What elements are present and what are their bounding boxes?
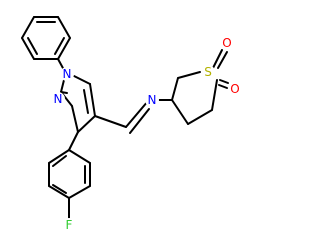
atom-o-sulfone-1: O bbox=[220, 36, 234, 50]
bond bbox=[48, 185, 70, 199]
pyrazole-ring bbox=[60, 75, 96, 133]
bond bbox=[68, 185, 91, 199]
bond bbox=[212, 49, 223, 69]
atom-label: N bbox=[63, 67, 72, 81]
bond bbox=[27, 37, 38, 55]
bond bbox=[54, 37, 65, 55]
atom-n-imine: N bbox=[145, 93, 159, 107]
bond bbox=[48, 149, 70, 164]
bond bbox=[94, 115, 127, 128]
bond bbox=[71, 105, 79, 133]
bond bbox=[73, 75, 91, 85]
bond bbox=[211, 79, 218, 111]
phenyl-ring bbox=[21, 16, 71, 60]
bond bbox=[187, 109, 213, 125]
bond bbox=[171, 77, 179, 101]
bond bbox=[171, 99, 189, 125]
bond bbox=[52, 184, 67, 194]
atom-label: S bbox=[204, 65, 212, 79]
bond bbox=[217, 51, 228, 69]
atom-label: F bbox=[66, 218, 73, 232]
bond bbox=[68, 149, 91, 164]
bond bbox=[60, 79, 65, 93]
bond bbox=[219, 79, 229, 84]
bond bbox=[129, 108, 150, 134]
bond bbox=[21, 37, 35, 60]
atom-o-sulfone-2: O bbox=[228, 82, 242, 96]
bond bbox=[57, 58, 65, 71]
atom-s-sulfone: S bbox=[201, 65, 215, 79]
atom-label: N bbox=[148, 93, 157, 107]
bond bbox=[57, 37, 71, 60]
bond bbox=[52, 155, 67, 167]
atom-label: N bbox=[54, 92, 63, 106]
bond bbox=[125, 100, 149, 128]
bond bbox=[57, 16, 71, 39]
bond bbox=[89, 83, 96, 117]
bond bbox=[177, 71, 201, 79]
atom-n-pyrazole-1: N bbox=[60, 67, 74, 81]
bond bbox=[218, 84, 228, 89]
atom-label: O bbox=[222, 36, 231, 50]
bond bbox=[83, 89, 89, 114]
bond bbox=[77, 115, 96, 133]
atom-label: O bbox=[230, 82, 239, 96]
bond bbox=[60, 91, 68, 94]
fluorophenyl-ring bbox=[48, 149, 91, 199]
bond bbox=[68, 131, 79, 151]
atom-n-pyrazole-2: N bbox=[51, 92, 65, 106]
molecule-structure: N N N S O O F bbox=[21, 16, 242, 232]
atom-f-fluoro: F bbox=[62, 218, 76, 232]
sulfolane-ring bbox=[171, 49, 229, 125]
bond bbox=[21, 16, 35, 39]
